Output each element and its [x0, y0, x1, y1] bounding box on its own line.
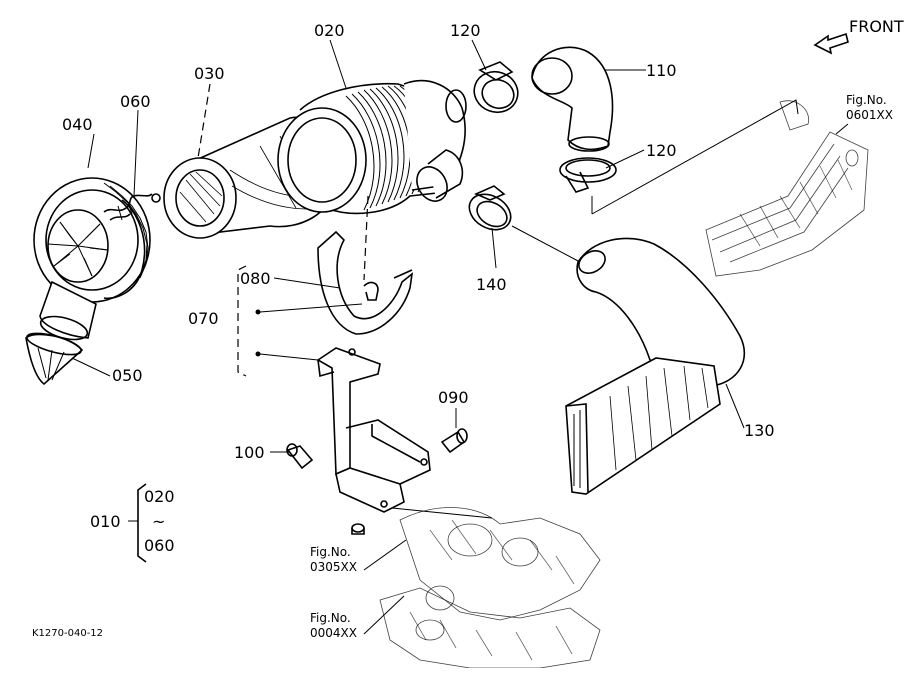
- figref-0305xx-title: Fig.No.: [310, 545, 351, 559]
- figref-0601xx-code: 0601XX: [846, 108, 893, 122]
- group-tilde-label: ~: [152, 512, 165, 531]
- label-100: 100: [234, 443, 265, 462]
- bolt-090: [440, 428, 468, 454]
- label-030: 030: [194, 64, 225, 83]
- label-130: 130: [744, 421, 775, 440]
- group-start-label: 020: [144, 487, 175, 506]
- bracket-070: [316, 347, 431, 513]
- figref-0305xx-code: 0305XX: [310, 560, 357, 574]
- engine-reference-0004xx: [379, 587, 601, 669]
- label-010: 010: [90, 512, 121, 531]
- label-060: 060: [120, 92, 151, 111]
- front-label: FRONT: [849, 17, 904, 36]
- front-arrow-icon: [813, 32, 849, 55]
- hose-clamp-120-lower: [559, 157, 617, 193]
- intake-duct-130: [565, 237, 746, 495]
- label-140: 140: [476, 275, 507, 294]
- label-120-upper: 120: [450, 21, 481, 40]
- evacuator-valve-050: [25, 332, 84, 386]
- label-070: 070: [188, 309, 219, 328]
- mounting-band-080: [317, 230, 414, 335]
- group-end-label: 060: [144, 536, 175, 555]
- hose-clamp-120-upper: [473, 61, 519, 114]
- air-cleaner-body-020: [277, 79, 467, 215]
- group-bracket-070: [237, 265, 261, 377]
- label-050: 050: [112, 366, 143, 385]
- bolt-100: [286, 443, 314, 470]
- label-120-lower: 120: [646, 141, 677, 160]
- nut-small: [351, 523, 365, 535]
- elbow-hose-110: [531, 46, 614, 152]
- radiator-reference-0601xx: [705, 100, 869, 277]
- group-bracket-010: [128, 483, 147, 563]
- label-090: 090: [438, 388, 469, 407]
- leader-lines: [71, 39, 849, 635]
- label-080: 080: [240, 269, 271, 288]
- figref-0601xx-title: Fig.No.: [846, 93, 887, 107]
- label-040: 040: [62, 115, 93, 134]
- figref-0004xx-code: 0004XX: [310, 626, 357, 640]
- label-110: 110: [646, 61, 677, 80]
- label-020: 020: [314, 21, 345, 40]
- figref-0004xx-title: Fig.No.: [310, 611, 351, 625]
- clip-060: [103, 193, 161, 221]
- hose-clamp-140: [468, 185, 512, 231]
- precleaner-cap-040: [33, 177, 151, 341]
- diagram-code: K1270-040-12: [32, 628, 103, 639]
- engine-reference-0305xx: [399, 507, 601, 621]
